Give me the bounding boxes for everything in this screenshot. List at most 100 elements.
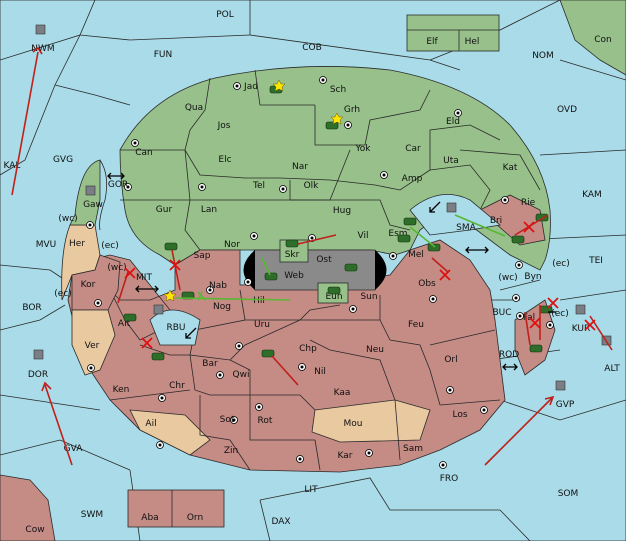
region-label-nor-24: Nor xyxy=(224,240,240,250)
coast-tag-ec-3: (ec) xyxy=(54,289,72,299)
region-label-qwi-16: Qwi xyxy=(233,370,250,380)
region-label-sam-30: Sam xyxy=(403,444,423,454)
region-label-eun-8: Eun xyxy=(325,292,342,302)
region-ail[interactable] xyxy=(129,409,211,456)
region-label-ost-1: Ost xyxy=(316,255,332,265)
region-label-dor-3: DOR xyxy=(28,370,48,380)
support-orders xyxy=(174,214,506,301)
supply-centers xyxy=(86,76,554,469)
region-label-orl-14: Orl xyxy=(444,355,457,365)
lake-east-cap xyxy=(375,250,387,290)
region-label-gor-6: GOR xyxy=(108,180,128,190)
region-gaw[interactable] xyxy=(69,159,101,226)
army-icons xyxy=(123,85,553,361)
region-label-fal-21: Fal xyxy=(523,313,535,323)
region-label-ail-2: Ail xyxy=(145,419,156,429)
region-label-vil-21: Vil xyxy=(358,231,369,241)
region-ver[interactable] xyxy=(71,309,116,376)
region-label-cow-1: Cow xyxy=(25,525,44,535)
region-label-byn-4: Byn xyxy=(524,272,541,282)
region-label-dax-18: DAX xyxy=(271,517,290,527)
continent-north xyxy=(119,66,551,271)
region-label-uta-9: Uta xyxy=(443,156,459,166)
region-label-nil-17: Nil xyxy=(314,367,326,377)
region-label-esm-22: Esm xyxy=(388,229,407,239)
region-label-obs-3: Obs xyxy=(418,279,436,289)
region-label-olk-13: Olk xyxy=(304,181,320,191)
region-label-cob-1: COB xyxy=(302,43,322,53)
region-label-som-16: SOM xyxy=(558,489,579,499)
move-orders xyxy=(11,46,613,466)
region-label-feu-11: Feu xyxy=(408,320,424,330)
coast-tag-ec-6: (ec) xyxy=(551,309,569,319)
region-label-con-0: Con xyxy=(594,35,612,45)
region-fal[interactable] xyxy=(514,299,556,376)
region-label-ovd-4: OVD xyxy=(557,105,577,115)
region-label-sma-9: SMA xyxy=(456,223,476,233)
region-label-lit-17: LIT xyxy=(304,485,318,495)
region-label-mel-2: Mel xyxy=(408,250,424,260)
coast-tags: (wc) (ec) (wc) (ec) (wc) (ec) (ec) xyxy=(54,214,570,319)
region-label-ait-19: Ait xyxy=(118,319,131,329)
region-label-kat-15: Kat xyxy=(503,163,518,173)
region-label-kaa-18: Kaa xyxy=(334,388,351,398)
region-label-mit-8: MIT xyxy=(136,273,152,283)
region-label-nwm-2: NWM xyxy=(31,44,54,54)
region-label-buc-11: BUC xyxy=(492,308,511,318)
region-con[interactable] xyxy=(559,0,626,76)
region-label-kor-20: Kor xyxy=(81,280,96,290)
region-label-rbu-7: RBU xyxy=(166,323,185,333)
region-cow[interactable] xyxy=(0,474,56,541)
region-label-jad-0: Jad xyxy=(243,82,258,92)
region-label-alt-13: ALT xyxy=(604,364,620,374)
region-label-nog-9: Nog xyxy=(213,302,231,312)
region-label-uru-10: Uru xyxy=(254,320,270,330)
region-label-sap-25: Sap xyxy=(194,251,211,261)
region-label-chp-12: Chp xyxy=(299,344,317,354)
region-label-ver-1: Ver xyxy=(85,341,100,351)
region-label-chr-22: Chr xyxy=(169,381,185,391)
region-label-gaw-20: Gaw xyxy=(83,200,103,210)
island-aba-orn xyxy=(127,489,225,528)
coast-tag-ec-1: (ec) xyxy=(101,241,119,251)
region-label-tel-12: Tel xyxy=(252,181,265,191)
region-label-orn-32: Orn xyxy=(187,513,203,523)
region-label-sun-7: Sun xyxy=(360,292,377,302)
region-label-lan-17: Lan xyxy=(201,205,217,215)
region-label-kar-29: Kar xyxy=(338,451,353,461)
region-label-gvg-5: GVG xyxy=(53,155,73,165)
region-label-rot-25: Rot xyxy=(258,416,273,426)
region-label-rod-12: ROD xyxy=(499,350,519,360)
region-label-fun-2: FUN xyxy=(154,50,173,60)
region-label-elc-10: Elc xyxy=(218,155,231,165)
region-label-aba-31: Aba xyxy=(141,513,158,523)
region-label-hel-34: Hel xyxy=(465,37,480,47)
region-label-can-6: Can xyxy=(135,148,153,158)
region-label-skr-26: Skr xyxy=(285,250,300,260)
star-icons xyxy=(163,79,344,302)
region-label-qua-2: Qua xyxy=(185,103,203,113)
coast-tag-wc-4: (wc) xyxy=(498,273,517,283)
region-label-sot-24: Sot xyxy=(220,415,235,425)
region-label-mvu-9: MVU xyxy=(36,240,57,250)
region-label-car-8: Car xyxy=(405,144,421,154)
region-label-mou-26: Mou xyxy=(344,419,363,429)
region-label-rie-19: Rie xyxy=(521,198,536,208)
region-label-tei-8: TEI xyxy=(588,256,603,266)
region-label-ken-23: Ken xyxy=(113,385,130,395)
region-label-hug-18: Hug xyxy=(333,206,351,216)
region-label-sch-1: Sch xyxy=(330,85,346,95)
region-label-pol-0: POL xyxy=(216,10,234,20)
coast-tag-wc-2: (wc) xyxy=(107,263,126,273)
region-label-zin-28: Zin xyxy=(224,446,238,456)
coast-tag-ec-5: (ec) xyxy=(552,259,570,269)
link-arrows xyxy=(107,172,556,371)
coast-tag-wc-0: (wc) xyxy=(58,214,77,224)
region-label-neu-13: Neu xyxy=(366,345,384,355)
region-label-kal-6: KAL xyxy=(4,161,21,171)
